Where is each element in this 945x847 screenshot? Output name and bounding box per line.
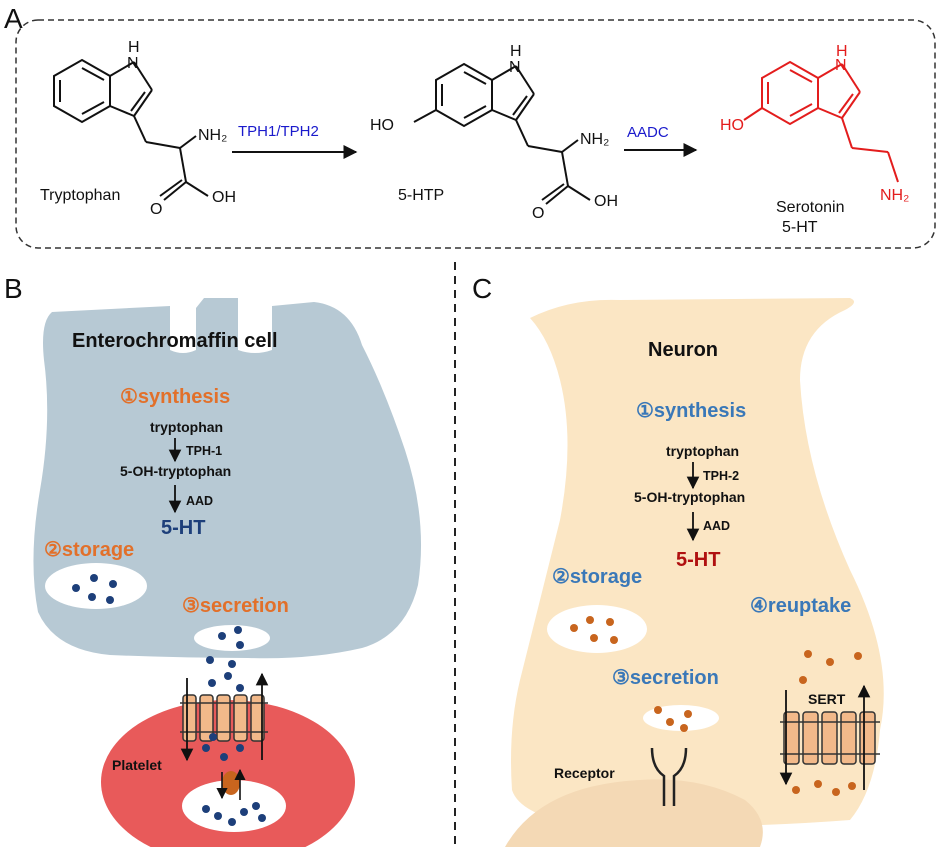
postsynaptic-membrane <box>505 779 763 847</box>
serotonin-structure <box>743 60 899 183</box>
neuron-secreted-dots <box>654 706 692 732</box>
ec-secretion-label: ③secretion <box>182 595 289 617</box>
neuron-synthesis-label: ①synthesis <box>636 400 746 422</box>
panel-b-letter: B <box>4 273 23 304</box>
ec-aad-label: AAD <box>186 494 213 508</box>
panel-c-letter: C <box>472 273 492 304</box>
sert-label: SERT <box>808 691 846 707</box>
neuron-secretion-label: ③secretion <box>612 667 719 689</box>
neuron-5ht-label: 5-HT <box>676 549 720 571</box>
serotonin-nh2-label: NH₂ <box>880 187 909 204</box>
ec-5ht-label: 5-HT <box>161 517 205 539</box>
neuron-aad-label: AAD <box>703 519 730 533</box>
neuron-tryptophan-label: tryptophan <box>666 443 739 459</box>
granule-dots <box>202 802 266 826</box>
receptor-label: Receptor <box>554 765 615 781</box>
5-htp-o-label: O <box>532 205 544 222</box>
neuron-reuptake-label: ④reuptake <box>750 595 851 617</box>
platelet-transporter <box>182 694 265 742</box>
tryptophan-o-label: O <box>150 201 162 218</box>
reuptake-dots <box>792 650 862 796</box>
neuron-tph2-label: TPH-2 <box>703 469 739 483</box>
neuron-vesicle-dots <box>570 616 618 644</box>
serotonin-ho-label: HO <box>720 117 744 134</box>
5-htp-h-label: H <box>510 43 522 60</box>
neuron-5oh-tryptophan-label: 5-OH-tryptophan <box>634 489 745 505</box>
5-htp-ho-label: HO <box>370 117 394 134</box>
neuron-storage-label: ②storage <box>552 566 642 588</box>
enzyme-tph1-tph2: TPH1/TPH2 <box>238 123 319 140</box>
enterochromaffin-cell <box>33 298 422 659</box>
ec-secretion-pore <box>194 625 270 651</box>
5-htp-name: 5-HTP <box>398 187 444 204</box>
serotonin-n-label: N <box>835 57 847 74</box>
neuron-storage-vesicle <box>547 605 647 653</box>
tryptophan-oh-label: OH <box>212 189 236 206</box>
panel-a-frame <box>15 19 936 249</box>
ec-synthesis-label: ①synthesis <box>120 386 230 408</box>
5-htp-oh-label: OH <box>594 193 618 210</box>
panel-a-letter: A <box>4 3 23 34</box>
tryptophan-h-label: H <box>128 39 140 56</box>
tryptophan-structure <box>53 58 209 201</box>
ec-tph1-label: TPH-1 <box>186 444 222 458</box>
tryptophan-nh2-label: NH₂ <box>198 127 227 144</box>
receptor-shape <box>650 747 688 806</box>
neuron-title: Neuron <box>648 339 718 361</box>
ec-5oh-tryptophan-label: 5-OH-tryptophan <box>120 463 231 479</box>
serotonin-h-label: H <box>836 43 848 60</box>
serotonin-abbr: 5-HT <box>782 219 818 236</box>
granule-transporter <box>222 771 240 795</box>
ec-storage-label: ②storage <box>44 539 134 561</box>
5-htp-nh2-label: NH₂ <box>580 131 609 148</box>
sert-transporter <box>783 711 876 765</box>
ec-vesicle-dots <box>72 574 117 604</box>
enzyme-aadc: AADC <box>627 124 669 141</box>
5-htp-structure <box>413 62 591 205</box>
5-htp-n-label: N <box>509 59 521 76</box>
neuron-body <box>511 298 884 827</box>
ec-storage-vesicle <box>45 563 147 609</box>
ec-tryptophan-label: tryptophan <box>150 419 223 435</box>
tryptophan-name: Tryptophan <box>40 187 120 204</box>
platelet-label: Platelet <box>112 757 162 773</box>
tryptophan-n-label: N <box>127 55 139 72</box>
ec-cell-title: Enterochromaffin cell <box>72 330 278 352</box>
neuron-secretion-pore <box>643 705 719 731</box>
serotonin-name: Serotonin <box>776 199 845 216</box>
ec-secreted-dots <box>202 626 244 761</box>
